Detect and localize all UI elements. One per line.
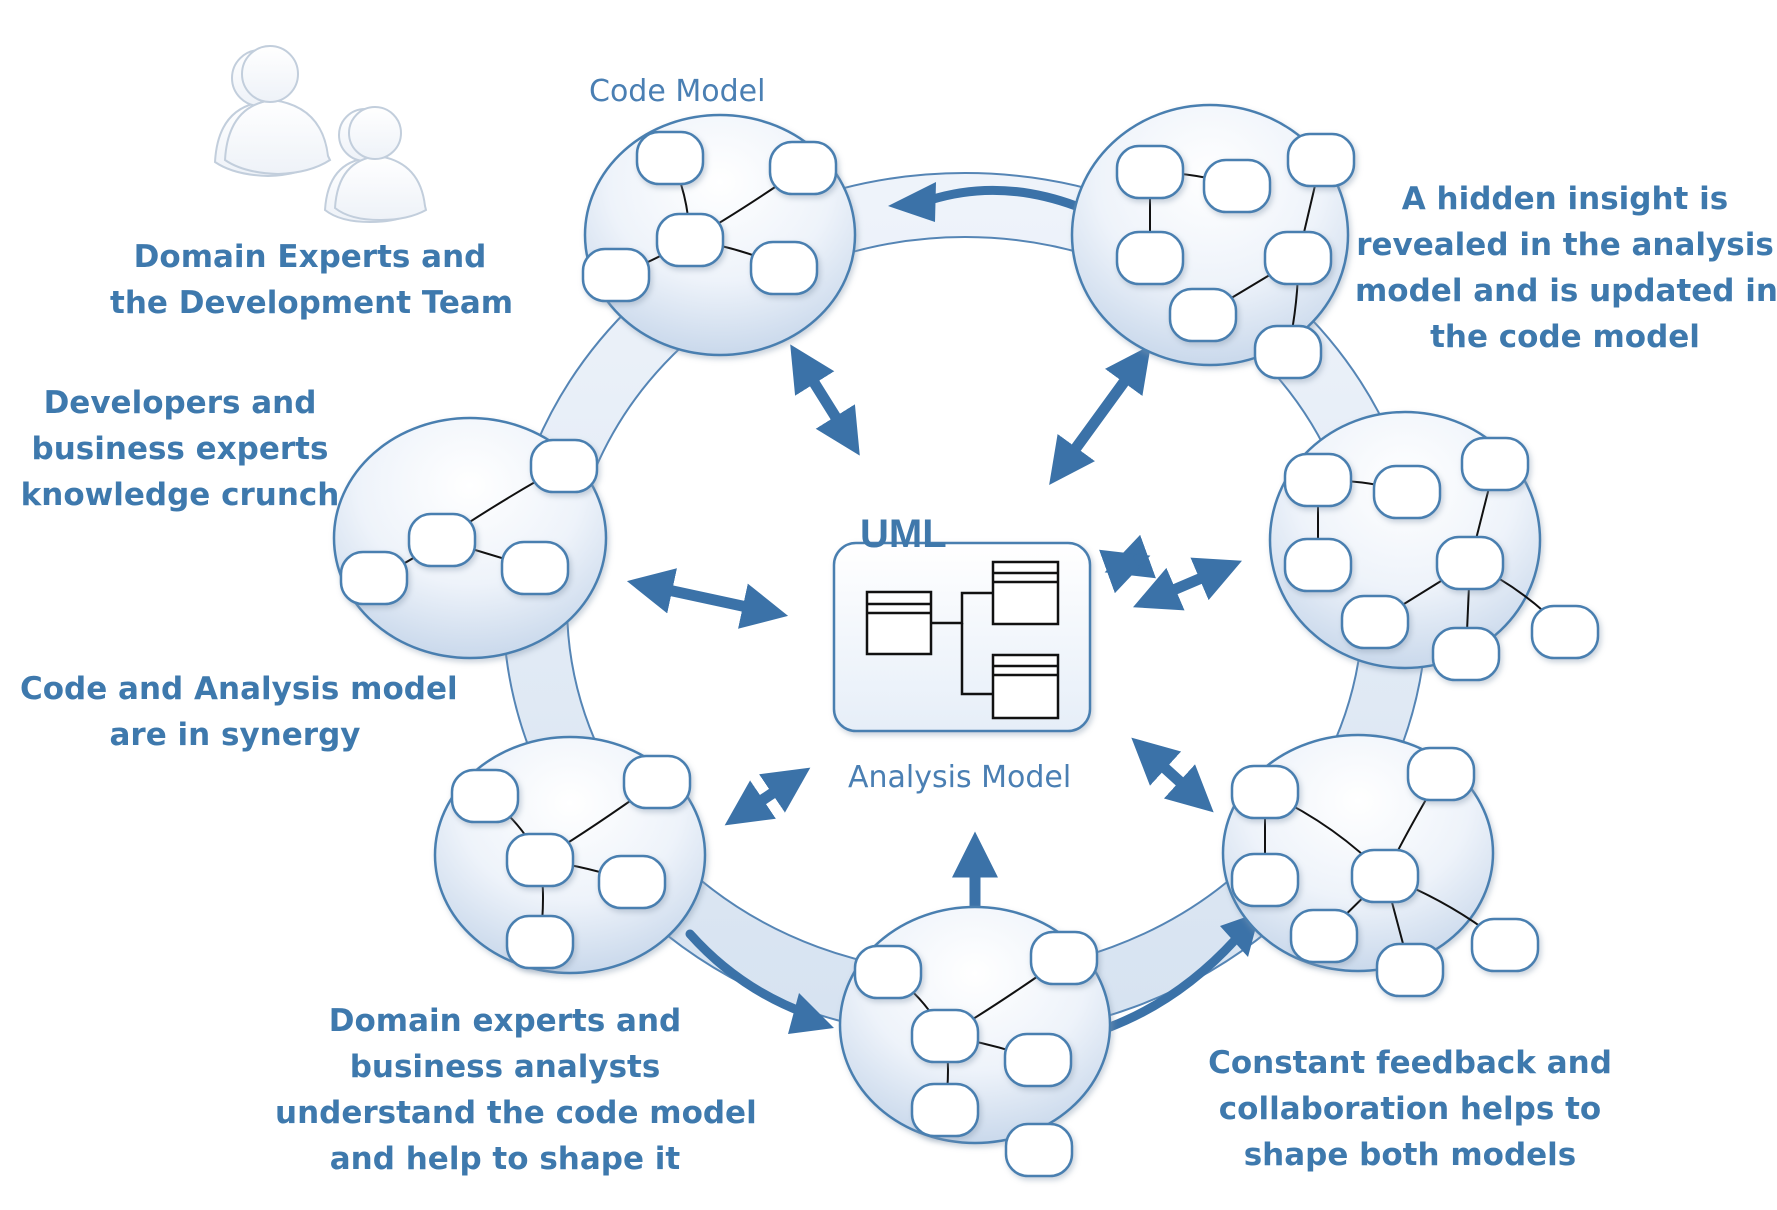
model-node: [635, 130, 705, 186]
synergy-line: Code and Analysis model: [20, 671, 458, 707]
understand-line: and help to shape it: [329, 1141, 681, 1177]
model-node: [1230, 764, 1300, 820]
feedback-caption: Constant feedback and collaboration help…: [1200, 1040, 1620, 1178]
model-node: [749, 240, 819, 296]
link-top-right: [1049, 345, 1151, 485]
model-node: [1350, 848, 1420, 904]
model-node: [853, 944, 923, 1000]
synergy-caption: Code and Analysis model are in synergy: [20, 666, 458, 758]
model-node: [910, 1008, 980, 1064]
model-node: [529, 438, 599, 494]
knowledge-crunch-line: business experts: [31, 431, 329, 467]
model-node: [581, 247, 651, 303]
model-node: [622, 754, 692, 810]
knowledge-crunch-caption: Developers and business experts knowledg…: [20, 380, 340, 518]
link-right: [1099, 534, 1156, 594]
model-node: [1470, 917, 1540, 973]
model-node: [1283, 537, 1353, 593]
link-code-model: [790, 344, 860, 456]
bottom-blob: [838, 905, 1112, 1178]
feedback-line: Constant feedback and: [1208, 1045, 1612, 1081]
model-node: [1029, 930, 1099, 986]
model-node: [505, 832, 575, 888]
right-blob: [1268, 410, 1600, 682]
bottom-right-blob: [1221, 733, 1540, 998]
model-node: [339, 550, 409, 606]
bottom-left-blob: [433, 735, 707, 975]
center-link-right-full: [1133, 557, 1242, 611]
model-node: [407, 512, 477, 568]
model-node: [1460, 436, 1530, 492]
top-right-blob: [1070, 103, 1356, 380]
model-node: [1004, 1122, 1074, 1178]
analysis-model-title: Analysis Model: [848, 760, 1072, 795]
model-blobs: [332, 103, 1600, 1178]
model-node: [505, 914, 575, 970]
understand-line: Domain experts and: [328, 1003, 682, 1039]
flow-arrows: [685, 185, 1240, 1032]
team-icon: [213, 45, 428, 224]
model-node: [1283, 452, 1353, 508]
model-node: [1340, 594, 1410, 650]
model-node: [1263, 230, 1333, 286]
link-bottom-right: [1131, 737, 1214, 813]
knowledge-crunch-line: knowledge crunch: [20, 477, 340, 513]
model-node: [1202, 158, 1272, 214]
model-node: [1435, 535, 1505, 591]
uml-class-diagram-icon: [865, 560, 1060, 720]
model-node: [1406, 746, 1476, 802]
left-blob: [332, 416, 608, 660]
model-node: [1289, 908, 1359, 964]
model-node: [597, 854, 667, 910]
synergy-line: are in synergy: [109, 717, 361, 753]
model-node: [655, 212, 725, 268]
model-node: [1253, 324, 1323, 380]
link-right-body: [1132, 551, 1148, 567]
hidden-insight-line: model and is updated in: [1355, 273, 1777, 309]
model-node: [1286, 132, 1356, 188]
code-model-blob: [581, 113, 857, 357]
model-node: [1431, 626, 1501, 682]
hidden-insight-line: the code model: [1430, 319, 1700, 355]
model-node: [1230, 852, 1300, 908]
model-node: [910, 1082, 980, 1138]
feedback-line: collaboration helps to: [1218, 1091, 1602, 1127]
hidden-insight-caption: A hidden insight is revealed in the anal…: [1355, 176, 1777, 360]
hidden-insight-line: A hidden insight is: [1401, 181, 1729, 217]
model-node: [1530, 604, 1600, 660]
model-node: [1375, 942, 1445, 998]
feedback-line: shape both models: [1243, 1137, 1577, 1173]
code-model-title: Code Model: [589, 74, 766, 109]
model-node: [1372, 464, 1442, 520]
flow-arrowhead-bottom-left: [788, 993, 834, 1034]
model-node: [1115, 230, 1185, 286]
model-node: [450, 768, 520, 824]
model-node: [1168, 287, 1238, 343]
link-left: [626, 568, 789, 629]
flow-arrowhead-top: [888, 182, 936, 222]
hidden-insight-line: revealed in the analysis: [1356, 227, 1774, 263]
link-bottom-left: [724, 767, 811, 826]
understand-line: understand the code model: [275, 1095, 757, 1131]
understand-caption: Domain experts and business analysts und…: [275, 998, 757, 1182]
model-node: [1115, 144, 1185, 200]
model-node: [768, 140, 838, 196]
team-caption: Domain Experts and the Development Team: [110, 234, 514, 326]
model-node: [500, 540, 570, 596]
uml-label: UML: [860, 512, 947, 556]
understand-line: business analysts: [349, 1049, 661, 1085]
knowledge-crunch-line: Developers and: [43, 385, 317, 421]
model-node: [1003, 1032, 1073, 1088]
team-caption-line: the Development Team: [110, 285, 514, 321]
team-caption-line: Domain Experts and: [133, 239, 487, 275]
